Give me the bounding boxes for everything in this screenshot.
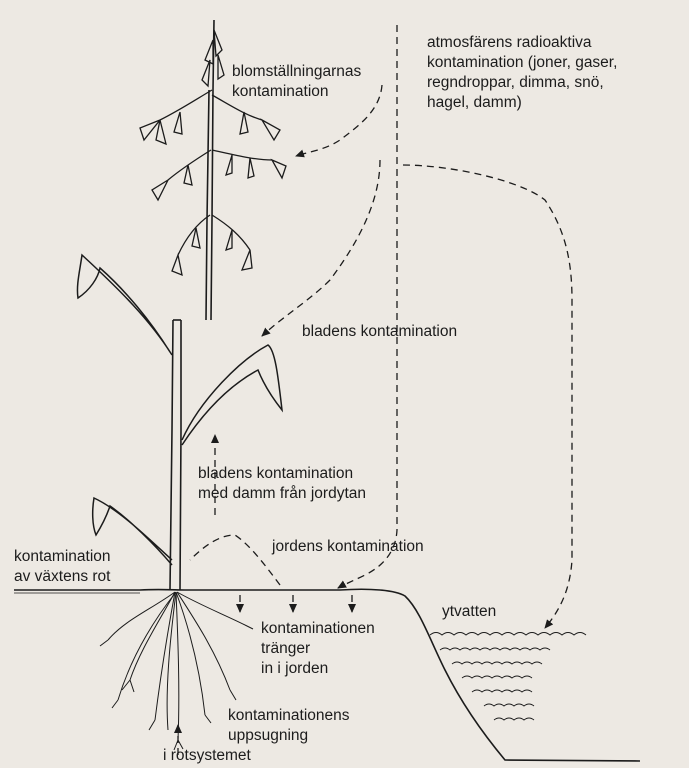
- ground-to-root-arrow: [190, 535, 280, 585]
- plant-stem: [170, 20, 214, 590]
- label-inflorescence: blomställningarnas kontamination: [232, 62, 361, 102]
- surface-water: [430, 633, 586, 721]
- contamination-pathways: [178, 25, 572, 755]
- label-leaves: bladens kontamination: [302, 322, 457, 342]
- atmosphere-to-water-arrow: [403, 165, 572, 628]
- label-root-contamination: kontamination av växtens rot: [14, 547, 111, 587]
- label-uptake: kontaminationens uppsugning i rotsysteme…: [218, 706, 350, 766]
- atmosphere-to-leaves-arrow: [262, 160, 380, 336]
- label-atmosphere: atmosfärens radioaktiva kontamination (j…: [427, 33, 617, 113]
- label-surface-water: ytvatten: [442, 602, 496, 622]
- label-soil: jordens kontamination: [272, 537, 424, 557]
- label-penetration: kontaminationen tränger in i jorden: [261, 619, 375, 679]
- label-leaves-dust: bladens kontamination med damm från jord…: [198, 464, 366, 504]
